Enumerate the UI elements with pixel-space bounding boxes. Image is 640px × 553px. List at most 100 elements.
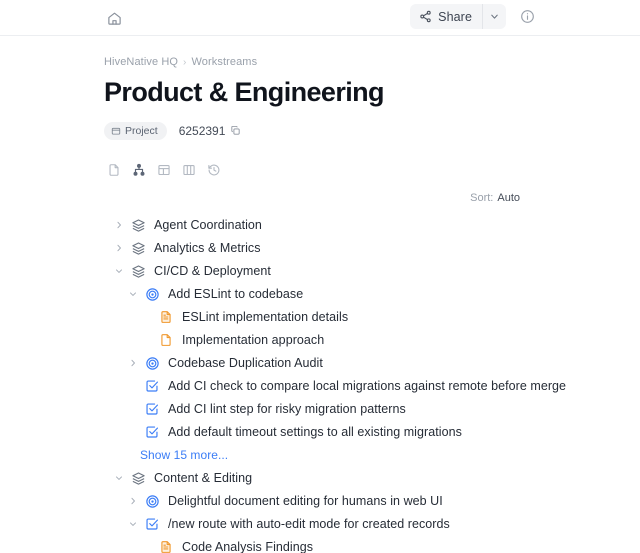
tree-row[interactable]: Codebase Duplication Audit [104, 352, 536, 375]
tree-row[interactable]: Code Analysis Findings [104, 536, 536, 553]
tree-row-icon [130, 263, 146, 279]
view-tab-document[interactable] [104, 160, 124, 180]
tree-row-icon [144, 424, 160, 440]
target-icon [145, 288, 159, 301]
tree-row-icon [144, 286, 160, 302]
history-clock-icon [208, 164, 220, 176]
tree-row-icon [144, 493, 160, 509]
chevron-down-icon[interactable] [126, 287, 140, 301]
tree-row[interactable]: ESLint implementation details [104, 306, 536, 329]
tree-row[interactable]: /new route with auto-edit mode for creat… [104, 513, 536, 536]
target-icon [145, 357, 159, 370]
breadcrumb-separator: › [183, 56, 187, 68]
tree-row-icon [144, 355, 160, 371]
tree-row-icon [130, 240, 146, 256]
hierarchy-tree: Agent Coordination Analytics & Metrics C… [104, 214, 566, 553]
breadcrumb: HiveNative HQ › Workstreams [104, 56, 536, 68]
chevron-down-icon[interactable] [112, 264, 126, 278]
tree-row-label[interactable]: Content & Editing [154, 471, 253, 486]
chevron-right-icon[interactable] [126, 494, 140, 508]
chevron-down-icon[interactable] [126, 517, 140, 531]
breadcrumb-item-0[interactable]: HiveNative HQ [104, 56, 179, 68]
view-tab-table[interactable] [154, 160, 174, 180]
tree-row[interactable]: Analytics & Metrics [104, 237, 536, 260]
info-circle-icon [520, 9, 535, 24]
tree-row[interactable]: Add ESLint to codebase [104, 283, 536, 306]
tree-row-label[interactable]: Code Analysis Findings [182, 540, 314, 553]
doc-lines-icon [161, 541, 171, 553]
copy-icon [230, 125, 241, 136]
home-button[interactable] [104, 8, 124, 28]
top-bar: Share [0, 0, 640, 36]
show-more-row: Show 15 more... [104, 444, 536, 467]
tree-row-label[interactable]: Add CI check to compare local migrations… [168, 379, 567, 394]
chevron-right-icon[interactable] [112, 241, 126, 255]
show-more-link[interactable]: Show 15 more... [140, 448, 229, 463]
breadcrumb-item-1[interactable]: Workstreams [191, 56, 258, 68]
tree-row-label[interactable]: Delightful document editing for humans i… [168, 494, 443, 509]
columns-icon [183, 164, 195, 175]
layers-icon [131, 265, 145, 278]
view-tab-history[interactable] [204, 160, 224, 180]
table-icon [158, 164, 170, 175]
chevron-right-icon[interactable] [112, 218, 126, 232]
share-button-group: Share [410, 4, 506, 29]
tree-row-label[interactable]: Agent Coordination [154, 218, 262, 233]
tree-row-icon [144, 516, 160, 532]
tree-row[interactable]: Add default timeout settings to all exis… [104, 421, 536, 444]
tree-row[interactable]: Add CI lint step for risky migration pat… [104, 398, 536, 421]
checkbox-icon [146, 403, 159, 415]
tree-row-label[interactable]: Analytics & Metrics [154, 241, 261, 256]
tree-row-label[interactable]: Add CI lint step for risky migration pat… [168, 402, 406, 417]
project-type-label: Project [125, 124, 158, 137]
view-tab-hierarchy[interactable] [129, 160, 149, 180]
tree-row-label[interactable]: Add default timeout settings to all exis… [168, 425, 462, 440]
tree-row-label[interactable]: Add ESLint to codebase [168, 287, 304, 302]
checkbox-icon [146, 426, 159, 438]
page-title: Product & Engineering [104, 77, 385, 107]
layers-icon [131, 472, 145, 485]
tree-row-icon [158, 539, 174, 553]
tree-row-label[interactable]: /new route with auto-edit mode for creat… [168, 517, 450, 532]
doc-blank-icon [161, 334, 171, 347]
sort-row: Sort:Auto [104, 192, 536, 204]
tree-row-label[interactable]: Codebase Duplication Audit [168, 356, 323, 371]
tree-row[interactable]: Add CI check to compare local migrations… [104, 375, 566, 398]
tree-row[interactable]: Agent Coordination [104, 214, 536, 237]
sort-control[interactable]: Sort:Auto [470, 192, 520, 204]
checkbox-icon [146, 518, 159, 530]
sort-label: Sort: [470, 191, 494, 204]
home-icon [107, 11, 122, 26]
checkbox-icon [146, 380, 159, 392]
tree-row[interactable]: Delightful document editing for humans i… [104, 490, 536, 513]
info-button[interactable] [518, 8, 536, 26]
document-id: 6252391 [179, 124, 242, 138]
tree-row[interactable]: Content & Editing [104, 467, 536, 490]
top-bar-actions: Share [410, 4, 536, 29]
target-icon [145, 495, 159, 508]
layers-icon [131, 219, 145, 232]
tree-row-icon [130, 470, 146, 486]
copy-id-button[interactable] [230, 125, 241, 136]
tree-row[interactable]: CI/CD & Deployment [104, 260, 536, 283]
chevron-right-icon[interactable] [126, 356, 140, 370]
page-meta-row: Project 6252391 [104, 121, 536, 140]
view-tab-board[interactable] [179, 160, 199, 180]
tree-row-icon [158, 332, 174, 348]
tree-row[interactable]: Implementation approach [104, 329, 536, 352]
tree-row-icon [130, 217, 146, 233]
tree-row-label[interactable]: CI/CD & Deployment [154, 264, 271, 279]
project-type-badge[interactable]: Project [104, 121, 167, 140]
hierarchy-tree-icon [133, 163, 145, 176]
tree-row-icon [144, 378, 160, 394]
tree-row-label[interactable]: Implementation approach [182, 333, 325, 348]
share-button[interactable]: Share [410, 4, 482, 29]
tree-row-icon [158, 309, 174, 325]
share-dropdown-button[interactable] [482, 4, 506, 29]
chevron-down-icon[interactable] [112, 471, 126, 485]
document-id-value: 6252391 [178, 123, 226, 138]
share-nodes-icon [419, 10, 432, 23]
doc-lines-icon [161, 311, 171, 324]
tree-row-label[interactable]: ESLint implementation details [182, 310, 349, 325]
folder-icon [111, 126, 121, 136]
